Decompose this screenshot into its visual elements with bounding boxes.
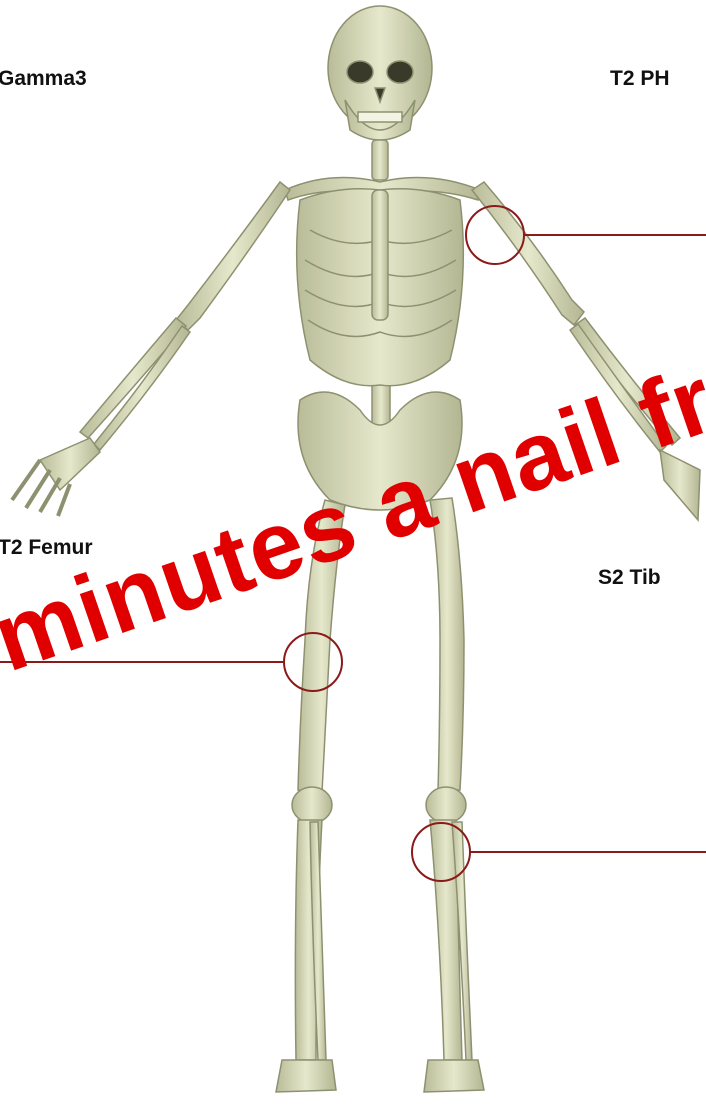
left-leg <box>424 498 484 1092</box>
label-t2-ph: T2 PH <box>610 67 670 91</box>
right-arm <box>12 182 290 516</box>
label-gamma3: Gamma3 <box>0 67 87 91</box>
ribcage <box>297 189 464 386</box>
label-s2-tib: S2 Tib <box>598 566 661 590</box>
skull <box>328 6 432 140</box>
neck <box>372 140 388 180</box>
